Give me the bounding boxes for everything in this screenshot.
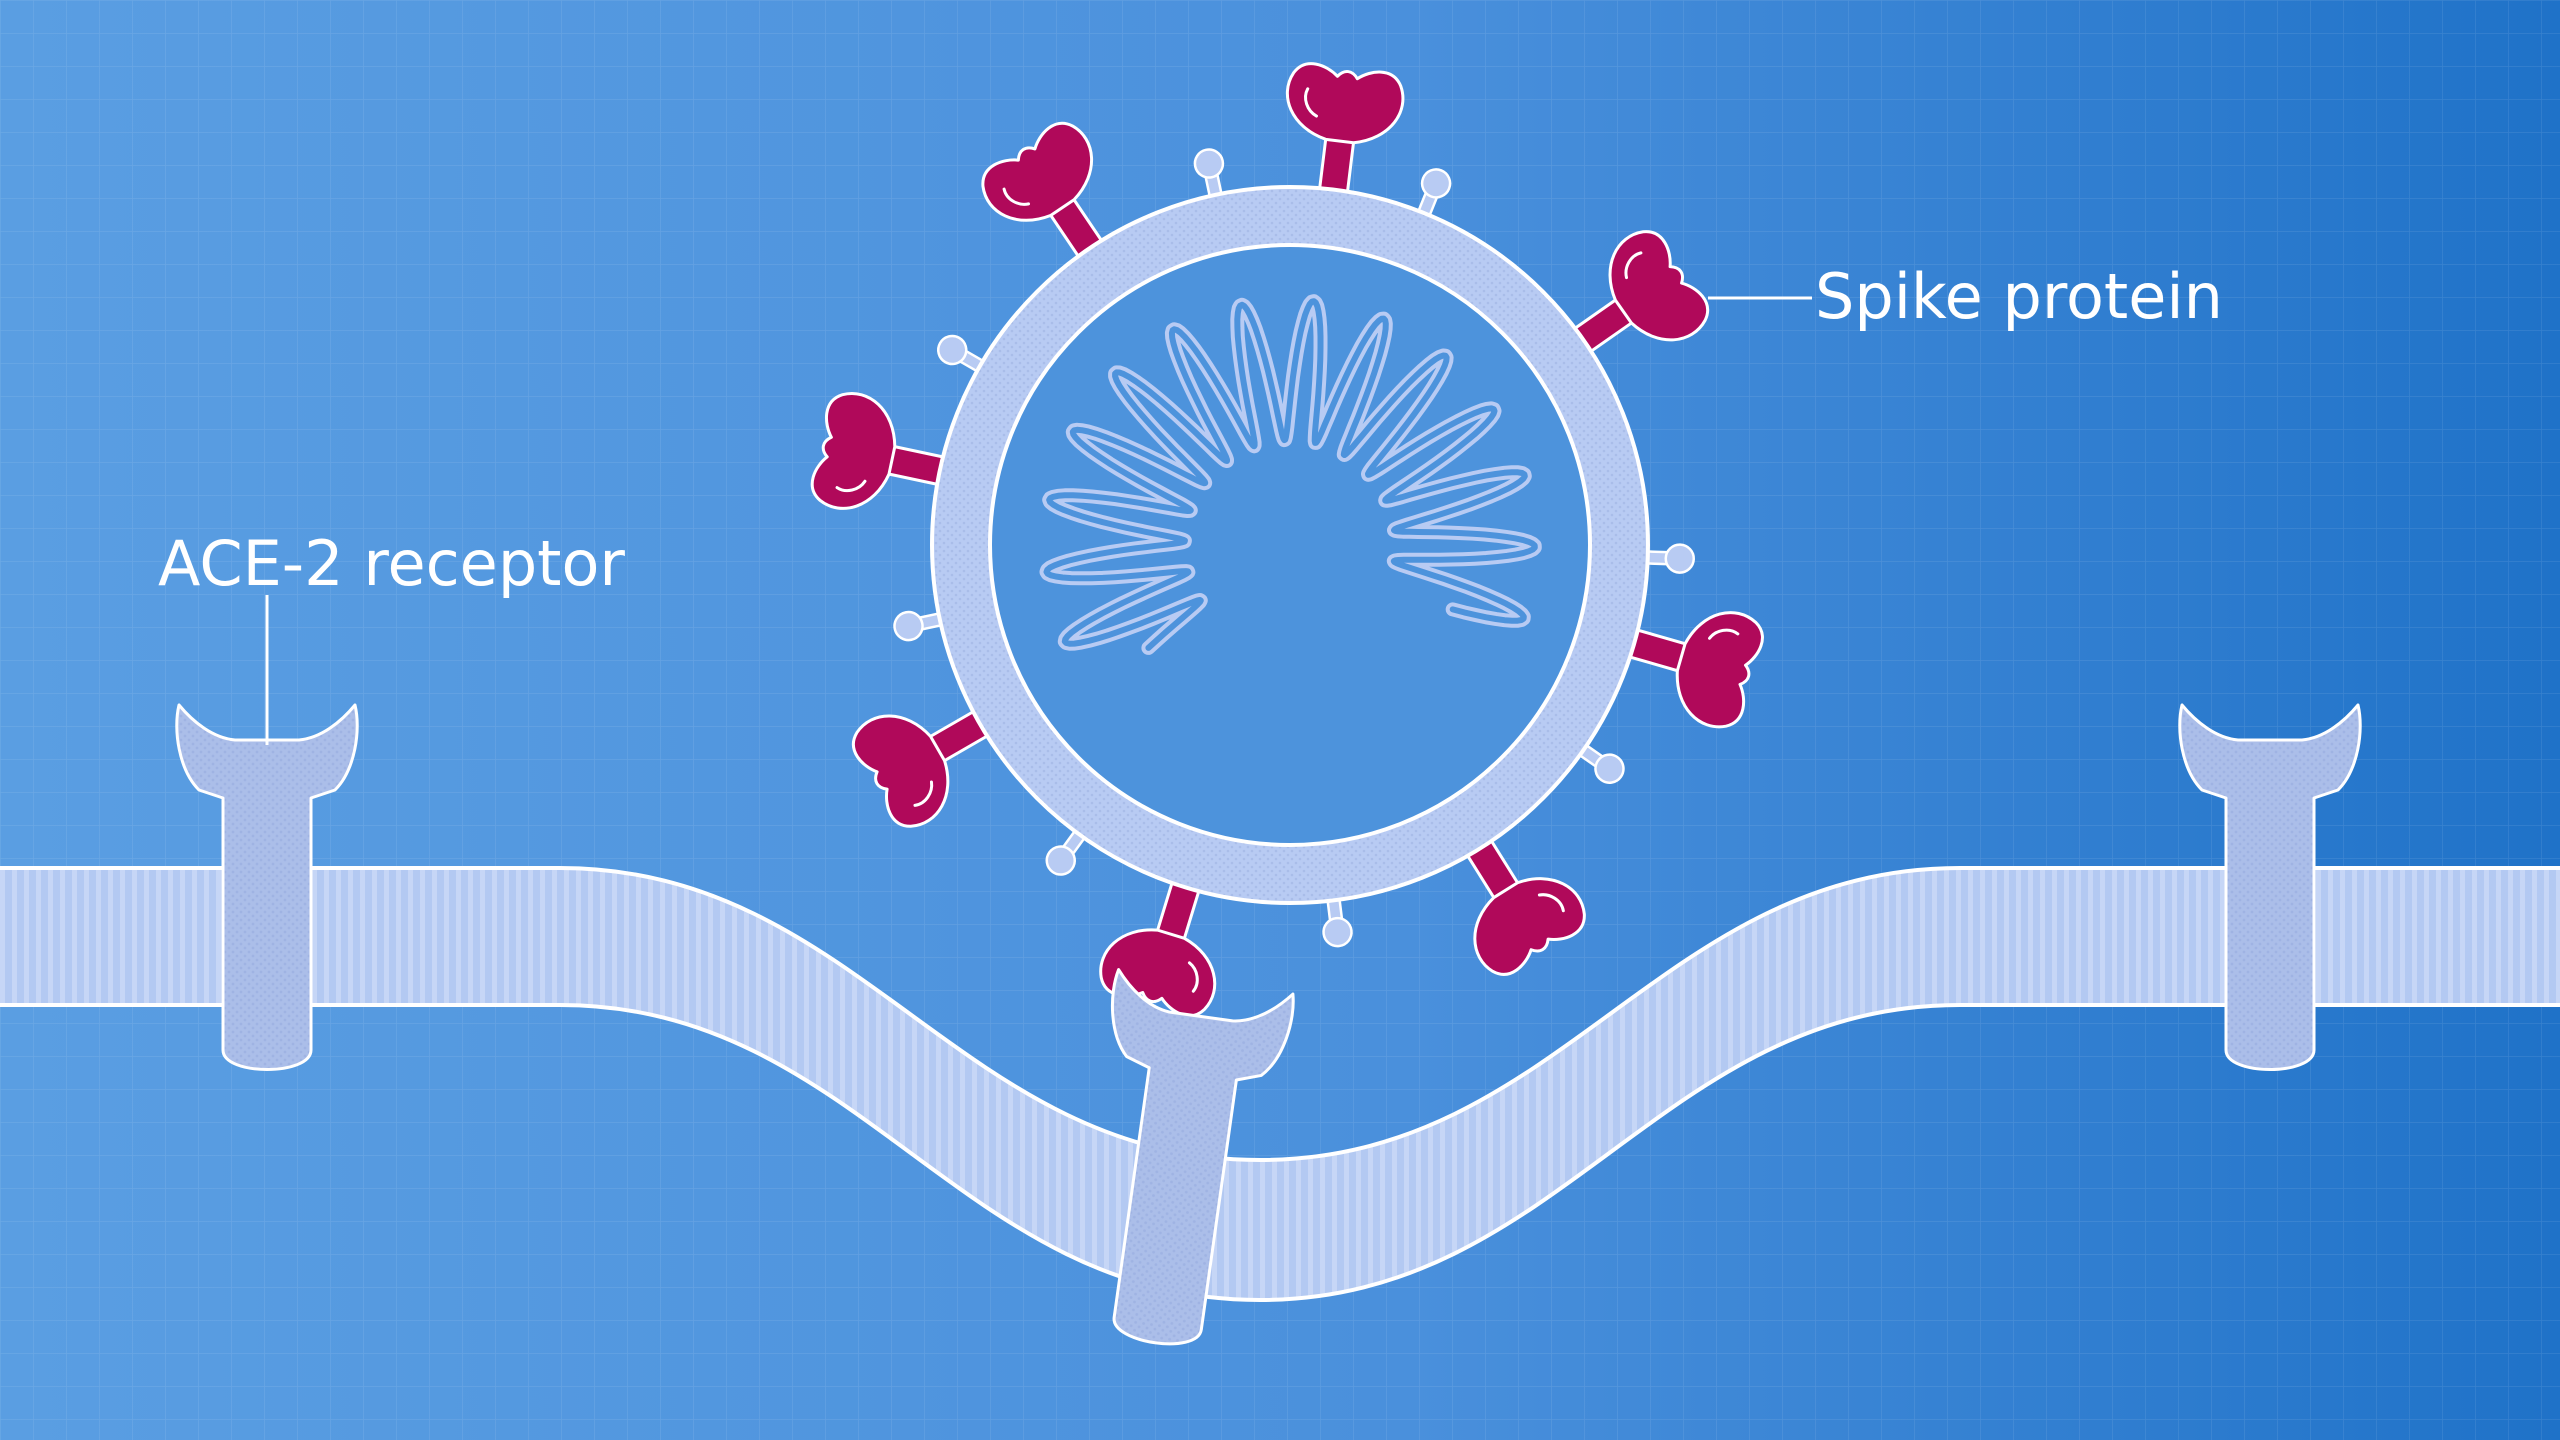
spike-protein-label: Spike protein bbox=[1815, 260, 2223, 333]
virus bbox=[806, 59, 1770, 1023]
virus-interior bbox=[988, 243, 1592, 847]
ace2-receptor-label: ACE-2 receptor bbox=[158, 527, 625, 600]
cell-membrane bbox=[0, 866, 2560, 1302]
rna-strand-core bbox=[1043, 298, 1538, 651]
